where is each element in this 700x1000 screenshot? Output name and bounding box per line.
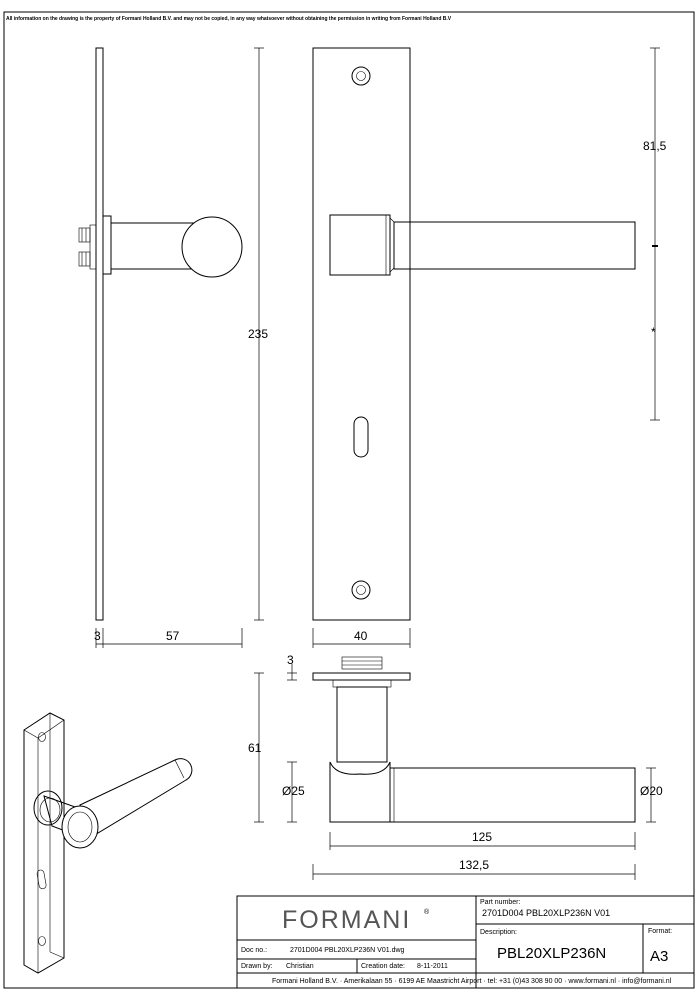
dim-offset-81-5: 81,5	[643, 139, 667, 153]
top-view-nut	[341, 656, 383, 670]
top-view-lever	[389, 767, 636, 823]
dim-diameter-25: Ø25	[282, 784, 305, 798]
format-label: Format:	[648, 928, 672, 935]
dim-projection-57: 57	[166, 629, 180, 643]
doc-no-value: 2701D004 PBL20XLP236N V01.dwg	[290, 947, 405, 954]
dim-lever-125: 125	[472, 830, 492, 844]
top-view-neck	[336, 686, 388, 763]
title-block: FORMANI ® Doc no.: 2701D004 PBL20XLP236N…	[236, 895, 695, 989]
dim-lever-132-5: 132,5	[459, 858, 489, 872]
dim-height-61: 61	[248, 741, 262, 755]
side-view-nut-lower	[78, 251, 91, 267]
bottom-screw-hole-inner	[356, 585, 366, 595]
dim-height-235: 235	[248, 327, 268, 341]
company-logo: FORMANI	[282, 906, 411, 934]
part-number-value: 2701D004 PBL20XLP236N V01	[482, 908, 610, 918]
company-logo-mark: ®	[424, 908, 430, 916]
side-view-lever-end	[181, 216, 243, 278]
side-view-rose	[102, 215, 112, 275]
copyright-notice: All information on the drawing is the pr…	[6, 16, 452, 22]
side-view-plate	[95, 47, 104, 621]
drawing-border	[3, 11, 695, 989]
format-value: A3	[650, 948, 668, 965]
isometric-view	[23, 712, 193, 974]
doc-no-label: Doc no.:	[241, 947, 267, 954]
front-view-rose	[329, 214, 391, 276]
side-view-spindle-collar	[89, 224, 97, 270]
dim-plate-width-40: 40	[354, 629, 368, 643]
bottom-screw-hole-icon	[351, 580, 371, 600]
dim-rose-thickness-3: 3	[287, 653, 294, 667]
creation-date-value: 8-11-2011	[417, 963, 448, 970]
front-view-backplate	[312, 47, 411, 621]
description-value: PBL20XLP236N	[497, 945, 606, 962]
front-view	[312, 47, 636, 621]
drawn-by-label: Drawn by:	[241, 963, 273, 970]
iso-top-screw-icon	[38, 732, 46, 742]
description-label: Description:	[480, 929, 517, 936]
top-view-plate	[312, 672, 411, 681]
front-view-lever	[393, 221, 636, 270]
company-footer: Formani Holland B.V. · Amerikalaan 55 · …	[272, 978, 672, 985]
iso-lever-hub	[61, 805, 99, 849]
dim-plate-thickness: 3	[94, 629, 101, 643]
iso-rose	[33, 790, 63, 826]
iso-keyhole-icon	[36, 869, 47, 890]
top-view-lever-hub	[329, 761, 391, 823]
side-view-nut-upper	[78, 227, 91, 243]
iso-lever	[79, 758, 193, 837]
top-screw-hole-icon	[351, 66, 371, 86]
drawn-by-value: Christian	[286, 963, 314, 970]
dim-diameter-20: Ø20	[640, 784, 663, 798]
iso-bottom-screw-icon	[38, 936, 46, 946]
top-view-rose	[332, 679, 392, 688]
part-number-label: Part number:	[480, 899, 521, 906]
iso-backplate	[23, 712, 65, 974]
top-view	[312, 656, 636, 823]
side-view	[78, 47, 243, 621]
dim-star-note: *	[651, 325, 656, 339]
top-screw-hole-inner	[356, 71, 366, 81]
creation-date-label: Creation date:	[361, 963, 405, 970]
keyhole-icon	[353, 416, 369, 458]
